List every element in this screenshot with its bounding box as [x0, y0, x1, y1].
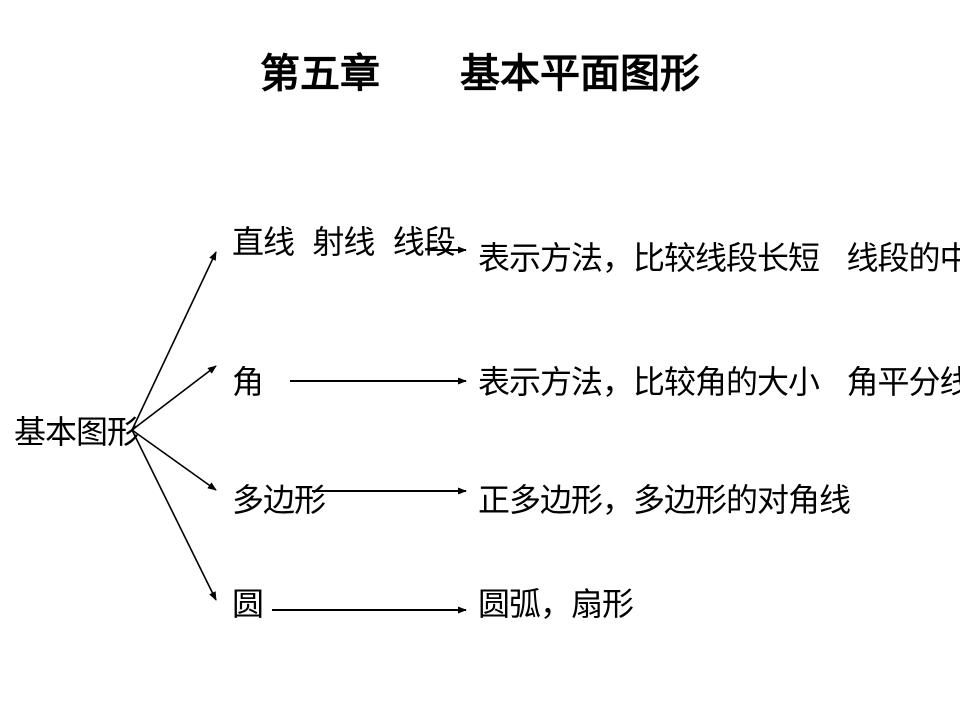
- branch-node-angle: 角: [232, 363, 264, 401]
- detail-node-circle: 圆弧，扇形: [478, 585, 634, 623]
- branch-arrow-angle: [131, 365, 217, 431]
- branch-arrow-circle: [131, 429, 217, 601]
- branch-node-lines: 直线 射线 线段: [232, 223, 456, 261]
- detail-node-lines: 表示方法，比较线段长短 线段的中点: [478, 239, 960, 277]
- branch-arrow-polygon: [131, 429, 217, 491]
- detail-node-angle: 表示方法，比较角的大小 角平分线: [478, 363, 960, 401]
- branch-node-polygon: 多边形: [232, 481, 326, 519]
- slide-title: 第五章 基本平面图形: [260, 50, 700, 97]
- branch-arrow-lines: [131, 251, 217, 431]
- root-node: 基本图形: [14, 413, 139, 451]
- branch-node-circle: 圆: [232, 585, 264, 623]
- detail-node-polygon: 正多边形，多边形的对角线: [478, 481, 851, 519]
